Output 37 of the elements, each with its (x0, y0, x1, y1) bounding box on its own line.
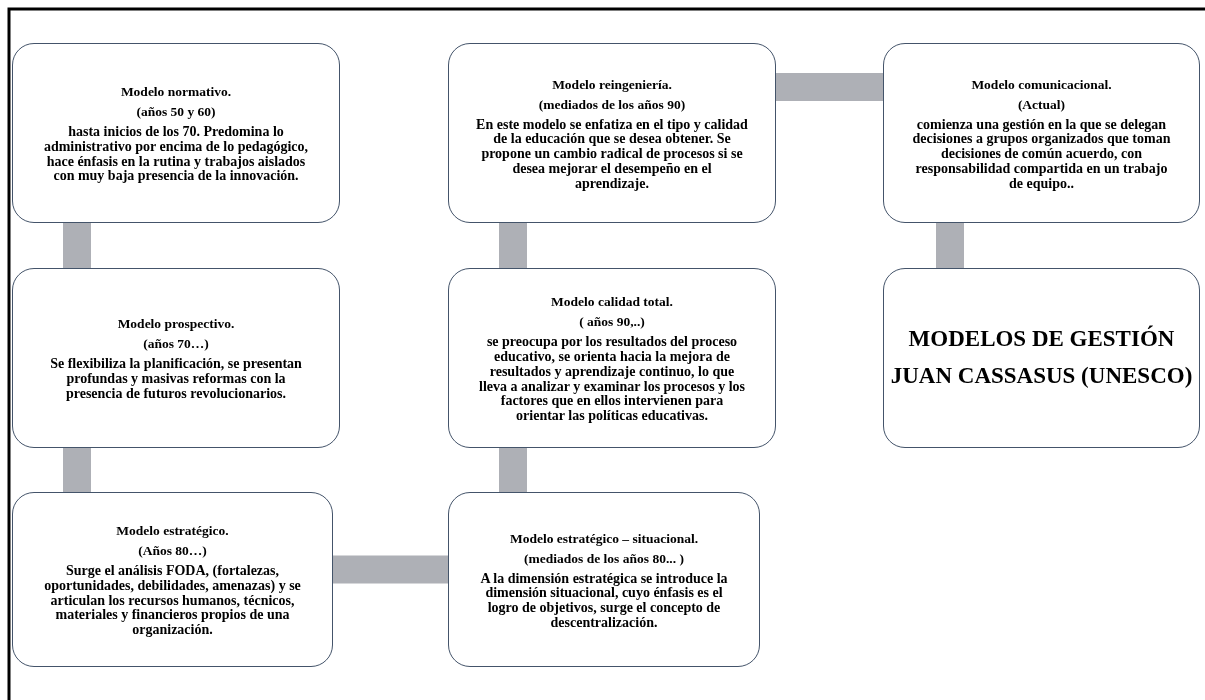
model-name: Modelo estratégico – situacional. (509, 530, 699, 547)
model-description: hasta inicios de los 70. Predomina lo administrativo por encima de lo pedagógico, hace énfasis en la rutina y trabajos aislados con muy baja presencia de la innovación. (42, 125, 310, 184)
connector-bar (63, 448, 91, 492)
model-name: Modelo comunicacional. (971, 76, 1112, 93)
model-name: Modelo normativo. (120, 84, 232, 101)
model-name: Modelo reingeniería. (552, 76, 672, 93)
period-label: (mediados de los años 80... ) (524, 550, 684, 567)
connector-bar (936, 223, 964, 268)
connector-bar (333, 555, 448, 584)
model-card (12, 43, 340, 223)
connector-bar (63, 223, 91, 268)
model-card (448, 492, 760, 667)
period-label: (años 70…) (143, 336, 209, 353)
period-label: (Actual) (1017, 96, 1066, 113)
model-name: Modelo calidad total. (551, 294, 673, 311)
model-description: En este modelo se enfatiza en el tipo y calidad de la educación que se desea obtener. Se propone un cambio radical de procesos si se desea mejorar el desempeño en el aprendizaje. (475, 117, 749, 192)
model-name: Modelo estratégico. (116, 523, 229, 540)
model-description: A la dimensión estratégica se introduce la dimensión situacional, cuyo énfasis es el logro de objetivos, surge el concepto de descentralización. (479, 571, 729, 631)
model-description: Surge el análisis FODA, (fortalezas, oportunidades, debilidades, amenazas) y se articulan los recursos humanos, técnicos, materiales y financieros propios de una organización. (43, 564, 302, 638)
period-label: (mediados de los años 90) (538, 96, 686, 113)
model-name: Modelo prospectivo. (117, 316, 235, 333)
connector-bar (499, 448, 527, 492)
connector-bar (499, 223, 527, 268)
model-card (12, 268, 340, 448)
model-card (12, 492, 333, 667)
period-label: (años 50 y 60) (136, 104, 216, 121)
model-description: Se flexibiliza la planificación, se presentan profundas y masivas reformas con la presencia de futuros revolucionarios. (49, 357, 303, 402)
model-card (883, 268, 1200, 448)
connector-bar (776, 73, 883, 101)
period-label: (Años 80…) (138, 543, 207, 560)
model-description: se preocupa por los resultados del proceso educativo, se orienta hacia la mejora de resultados y aprendizaje continuo, lo que lleva a analizar y examinar los procesos y los factores que en ellos intervienen para orientar las políticas educativas. (478, 335, 746, 424)
model-card (883, 43, 1200, 223)
model-description: comienza una gestión en la que se delegan decisiones a grupos organizados que toman decisiones de común acuerdo, con responsabilidad compartida en un trabajo de equipo.. (911, 117, 1172, 192)
period-label: ( años 90,..) (579, 314, 645, 331)
model-card (448, 43, 776, 223)
card-heading: MODELOS DE GESTIÓN JUAN CASSASUS (UNESCO) (889, 324, 1194, 390)
model-card (448, 268, 776, 448)
